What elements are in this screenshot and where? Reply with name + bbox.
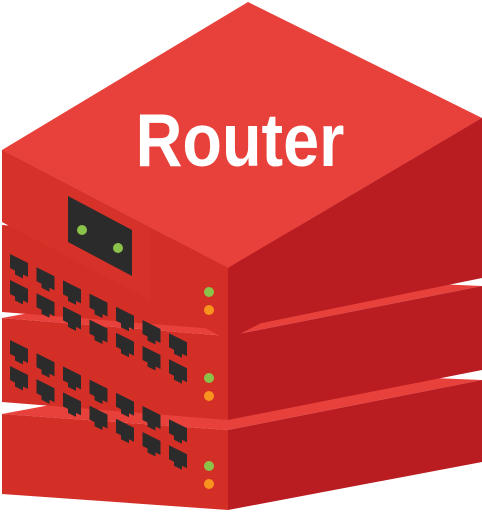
ethernet-port-icon xyxy=(63,306,81,331)
led-orange-upper xyxy=(204,305,214,315)
ethernet-port-icon xyxy=(116,392,134,418)
ethernet-port-icon xyxy=(36,353,55,378)
ethernet-port-icon xyxy=(10,340,28,365)
display-led-left xyxy=(77,225,87,235)
unit-bottom-front-face xyxy=(2,414,228,510)
ethernet-port-icon xyxy=(89,405,108,431)
ethernet-port-icon xyxy=(116,332,134,358)
ethernet-port-icon xyxy=(169,359,187,384)
unit-middle-side-face xyxy=(228,286,482,420)
ethernet-port-icon xyxy=(142,346,161,371)
ethernet-port-icon xyxy=(116,418,134,444)
ethernet-port-icon xyxy=(142,432,161,457)
display-led-right xyxy=(113,243,123,253)
led-green-middle xyxy=(204,373,214,383)
status-display xyxy=(68,196,132,276)
ethernet-port-icon xyxy=(169,333,187,358)
ethernet-port-icon xyxy=(89,293,108,319)
led-orange-bottom xyxy=(204,479,214,489)
ethernet-port-icon xyxy=(89,379,108,405)
led-green-upper xyxy=(204,287,214,297)
ethernet-port-icon xyxy=(142,320,161,345)
ethernet-port-icon xyxy=(36,293,55,318)
ethernet-port-icon xyxy=(36,267,55,292)
ethernet-port-icon xyxy=(10,366,28,391)
led-orange-middle xyxy=(204,391,214,401)
ethernet-port-icon xyxy=(63,280,81,305)
ethernet-port-icon xyxy=(10,254,28,279)
ethernet-port-icon xyxy=(89,319,108,345)
router-lid-top-face xyxy=(2,2,482,268)
router-label: Router xyxy=(136,98,345,183)
router-front-panel xyxy=(2,118,482,340)
unit-leds xyxy=(204,287,214,489)
ethernet-port-icon xyxy=(116,306,134,332)
ethernet-port-icon xyxy=(63,366,81,391)
unit-bottom-side-face xyxy=(228,380,482,510)
ethernet-port-icon xyxy=(169,419,187,444)
ethernet-port-icon xyxy=(36,379,55,404)
ethernet-port-icon xyxy=(63,392,81,417)
port-row-lower xyxy=(10,340,187,470)
port-row-upper xyxy=(10,254,187,384)
ethernet-port-icon xyxy=(10,280,28,305)
led-green-bottom xyxy=(204,461,214,471)
ethernet-port-icon xyxy=(142,406,161,431)
ethernet-port-icon xyxy=(169,445,187,470)
router-side-face xyxy=(228,118,482,340)
